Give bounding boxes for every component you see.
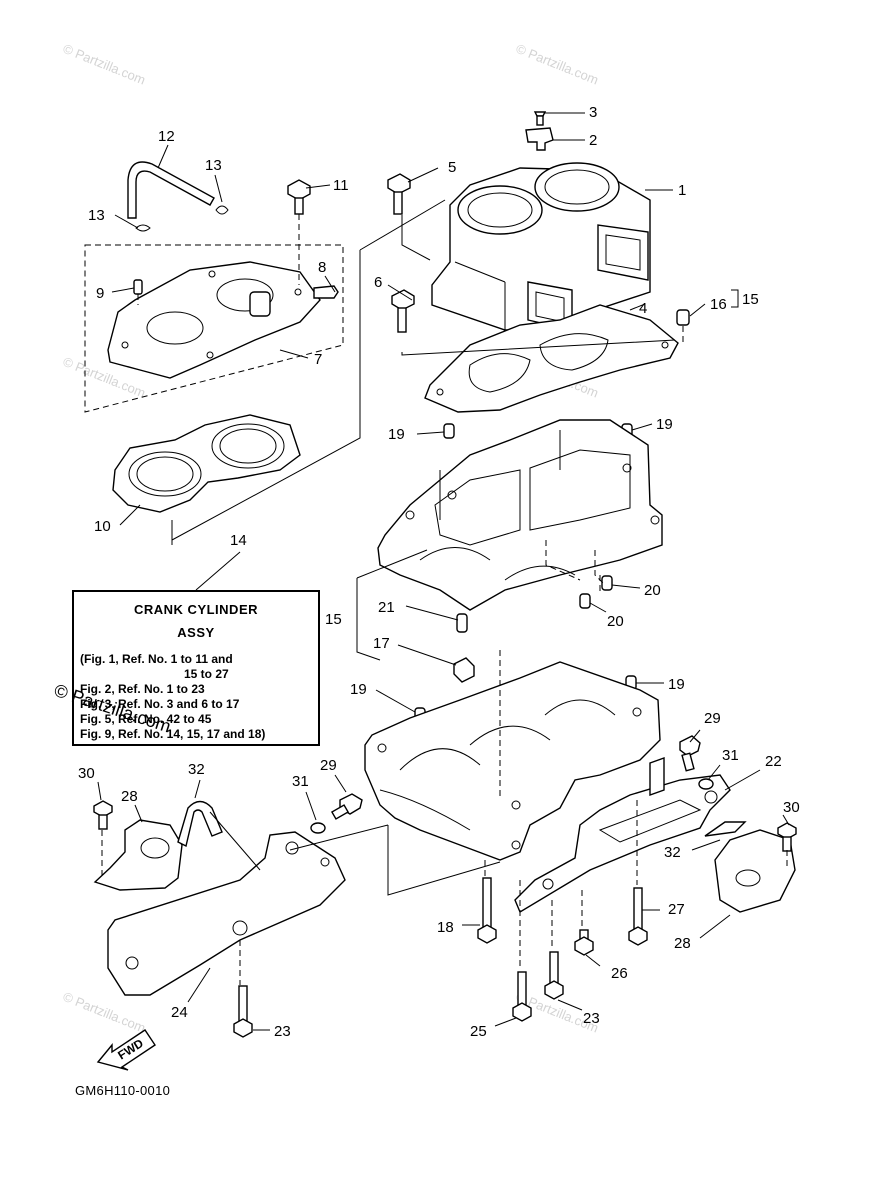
callout-19: 19 [656, 416, 673, 433]
callout-25: 25 [470, 1023, 487, 1040]
callout-13: 13 [205, 157, 222, 174]
callout-28: 28 [121, 788, 138, 805]
callout-15: 15 [325, 611, 342, 628]
callout-28: 28 [674, 935, 691, 952]
head-cover-part [107, 261, 321, 379]
spacer-part [704, 821, 747, 837]
callout-7: 7 [314, 351, 322, 368]
info-line: Fig. 3, Ref. No. 3 and 6 to 17 [80, 697, 240, 711]
callout-18: 18 [437, 919, 454, 936]
assembly-info-box: CRANK CYLINDER ASSY (Fig. 1, Ref. No. 1 … [72, 590, 320, 746]
bolt-part [679, 735, 701, 772]
info-title: CRANK CYLINDER [134, 602, 258, 617]
screw-part [533, 111, 547, 126]
info-line: Fig. 9, Ref. No. 14, 15, 17 and 18) [80, 727, 266, 741]
fwd-arrow: FWD [96, 1029, 156, 1071]
long-bolt-part [233, 985, 253, 1038]
callout-24: 24 [171, 1004, 188, 1021]
info-subtitle: ASSY [177, 625, 215, 640]
callout-10: 10 [94, 518, 111, 535]
bolt-part [287, 179, 311, 215]
callout-15: 15 [742, 291, 759, 308]
engine-bracket-part [514, 757, 731, 914]
callout-20: 20 [607, 613, 624, 630]
engine-mount-part [93, 819, 183, 891]
hose-clamp-part [135, 205, 229, 232]
cylinder-block-part [431, 162, 651, 331]
assembly-lines [84, 199, 788, 985]
callout-19: 19 [388, 426, 405, 443]
callout-30: 30 [783, 799, 800, 816]
info-line: Fig. 5, Ref. No. 42 to 45 [80, 712, 212, 726]
callout-26: 26 [611, 965, 628, 982]
callout-9: 9 [96, 285, 104, 302]
callout-29: 29 [320, 757, 337, 774]
bolt-part [391, 289, 415, 333]
dowel-pin-part [414, 309, 690, 723]
bushing-part [453, 657, 475, 683]
pin-part [133, 279, 143, 295]
bolt-part [777, 822, 797, 852]
engine-mount-part [714, 829, 796, 913]
callout-13: 13 [88, 207, 105, 224]
bracket-part [525, 127, 554, 151]
callout-16: 16 [710, 296, 727, 313]
watermark: © Partzilla.com [61, 989, 148, 1036]
head-gasket-part [112, 414, 301, 513]
callout-6: 6 [374, 274, 382, 291]
drawing-code: GM6H110-0010 [75, 1083, 171, 1098]
bolt-part [330, 793, 363, 820]
callout-21: 21 [378, 599, 395, 616]
callout-27: 27 [668, 901, 685, 918]
callout-22: 22 [765, 753, 782, 770]
callout-3: 3 [589, 104, 597, 121]
callout-5: 5 [448, 159, 456, 176]
washer-part [698, 778, 714, 790]
watermark: © Partzilla.com [514, 41, 601, 88]
callout-2: 2 [589, 132, 597, 149]
callout-23: 23 [274, 1023, 291, 1040]
leader-lines [97, 112, 790, 1031]
callout-4: 4 [639, 300, 647, 317]
callout-1: 1 [678, 182, 686, 199]
callout-20: 20 [644, 582, 661, 599]
spacer-part [177, 800, 223, 848]
callouts: 1 2 3 4 5 6 7 8 9 10 11 12 13 13 14 15 1… [78, 104, 800, 1040]
washer-part [310, 822, 326, 834]
long-bolt-part [628, 887, 648, 946]
watermark: © Partzilla.com [61, 41, 148, 88]
callout-31: 31 [722, 747, 739, 764]
long-bolt-part [512, 971, 532, 1022]
callout-32: 32 [664, 844, 681, 861]
info-line: (Fig. 1, Ref. No. 1 to 11 and [80, 652, 233, 666]
callout-30: 30 [78, 765, 95, 782]
lower-crankcase-part [364, 661, 661, 861]
engine-bracket-part [107, 831, 346, 996]
cylinder-gasket-part [424, 304, 679, 413]
fitting-part [313, 285, 339, 299]
info-line: 15 to 27 [184, 667, 229, 681]
upper-crankcase-part [377, 419, 663, 611]
callout-17: 17 [373, 635, 390, 652]
long-bolt-part [544, 951, 564, 1000]
bolt-part [93, 800, 113, 830]
callout-12: 12 [158, 128, 175, 145]
callout-19: 19 [350, 681, 367, 698]
info-line: Fig. 2, Ref. No. 1 to 23 [80, 682, 205, 696]
long-bolt-part [477, 877, 497, 944]
callout-32: 32 [188, 761, 205, 778]
callout-14: 14 [230, 532, 247, 549]
hose-part [127, 161, 215, 219]
callout-31: 31 [292, 773, 309, 790]
bolt-part [387, 173, 411, 215]
short-bolt-part [574, 929, 594, 956]
callout-19: 19 [668, 676, 685, 693]
callout-29: 29 [704, 710, 721, 727]
callout-11: 11 [333, 177, 349, 194]
callout-8: 8 [318, 259, 326, 276]
callout-23: 23 [583, 1010, 600, 1027]
